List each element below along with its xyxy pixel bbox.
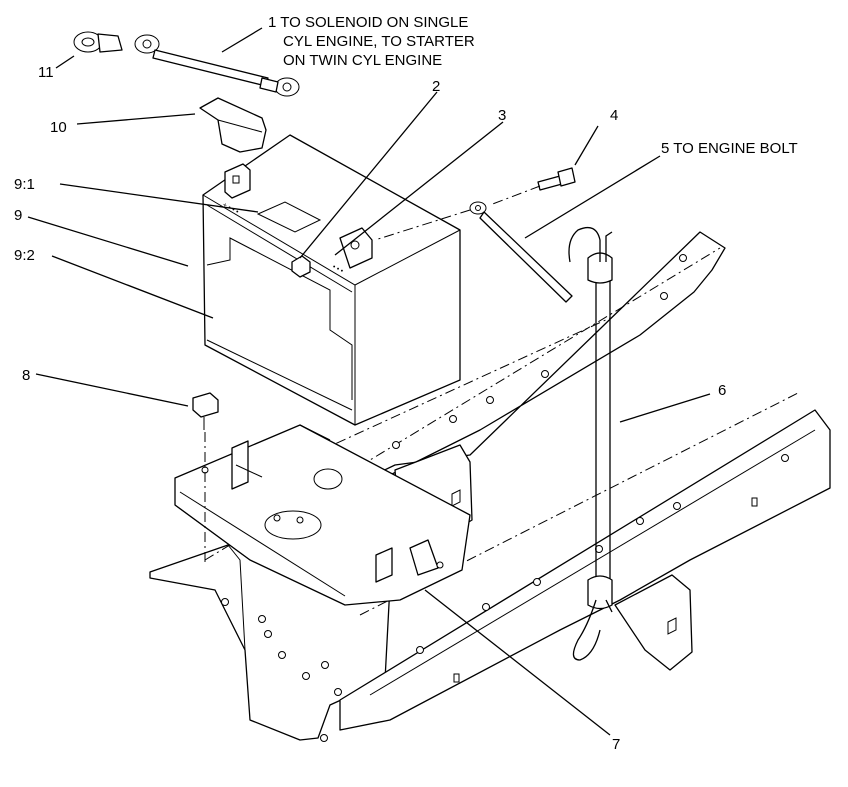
callout-6: 6: [718, 382, 726, 399]
callout-1-line-3: ON TWIN CYL ENGINE: [283, 52, 442, 69]
bolt: [489, 167, 576, 206]
callout-1-line-1: 1 TO SOLENOID ON SINGLE: [268, 14, 468, 31]
callout-4: 4: [610, 107, 618, 124]
leader-lines: [27, 27, 711, 736]
callout-11: 11: [38, 64, 54, 81]
battery-side-marking: • • •: [331, 264, 345, 276]
battery-clamp: [73, 31, 123, 53]
battery-tray: [174, 424, 471, 606]
callout-1-line-2: CYL ENGINE, TO STARTER: [283, 33, 475, 50]
callout-9-1: 9:1: [14, 176, 35, 193]
callout-9-2: 9:2: [14, 247, 35, 264]
cap-screw: [192, 392, 219, 565]
callout-10: 10: [50, 119, 67, 136]
ground-cable: [374, 201, 573, 303]
callout-3: 3: [498, 107, 506, 124]
callout-8: 8: [22, 367, 30, 384]
callout-5: 5 TO ENGINE BOLT: [661, 140, 798, 157]
positive-cable: [134, 34, 300, 97]
callout-9: 9: [14, 207, 22, 224]
terminal-boot: [199, 97, 267, 153]
hold-down-rod: [568, 226, 613, 661]
callout-7: 7: [612, 736, 620, 753]
callout-2: 2: [432, 78, 440, 95]
right-frame-rail: [339, 391, 831, 731]
battery: + • • • • • •: [202, 134, 461, 426]
